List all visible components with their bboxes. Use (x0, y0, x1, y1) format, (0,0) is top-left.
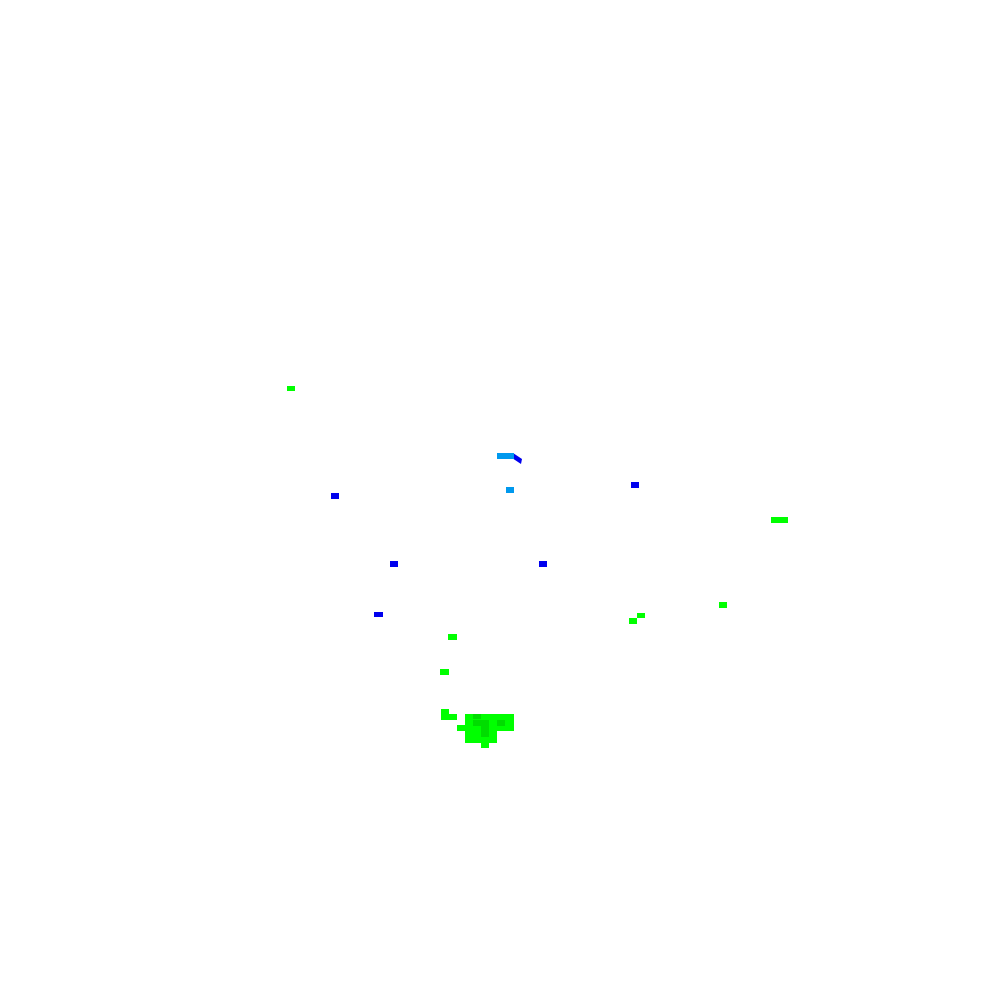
blue-pixel (374, 612, 383, 617)
light-blue-pixel (497, 453, 514, 459)
green-pixel (629, 618, 637, 624)
green-pixel (637, 613, 645, 618)
dark-green-cell (481, 731, 489, 737)
dark-green-cell (481, 726, 489, 731)
light-blue-pixel (506, 487, 514, 493)
green-cluster-cell (465, 714, 514, 731)
green-cluster-cell (449, 714, 457, 720)
blue-pixel (631, 482, 639, 488)
blue-pixel (539, 561, 547, 567)
green-pixel (440, 669, 449, 675)
blue-pixel (331, 493, 339, 499)
green-pixel (719, 602, 727, 608)
dark-green-cell (473, 720, 489, 726)
green-pixel (771, 517, 788, 523)
dark-green-cell (497, 720, 505, 726)
green-pixel (287, 386, 295, 391)
blue-pixel (512, 453, 522, 464)
blue-pixel (390, 561, 398, 567)
green-cluster-cell (441, 709, 449, 720)
green-cluster-cell (457, 725, 465, 731)
green-cluster-cell (481, 743, 489, 748)
dark-green-cell (473, 714, 481, 719)
green-pixel (448, 634, 457, 640)
